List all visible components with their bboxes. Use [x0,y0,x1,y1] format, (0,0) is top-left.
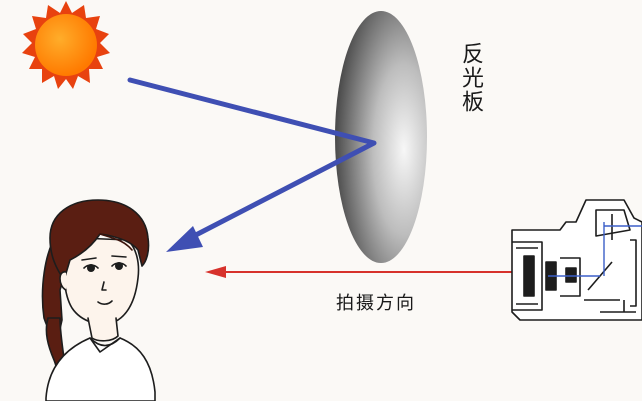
girl-portrait [41,199,156,401]
camera-cutaway-icon [511,199,642,321]
light-arrowhead [166,226,203,252]
reflector-disc [335,11,427,263]
light-path [127,77,377,241]
reflector-label: 反光板 [458,42,483,114]
camera-optics [548,222,642,277]
shooting-direction-label: 拍摄方向 [336,293,416,314]
shooting-direction-arrow [205,266,548,278]
sun-icon [22,1,110,89]
